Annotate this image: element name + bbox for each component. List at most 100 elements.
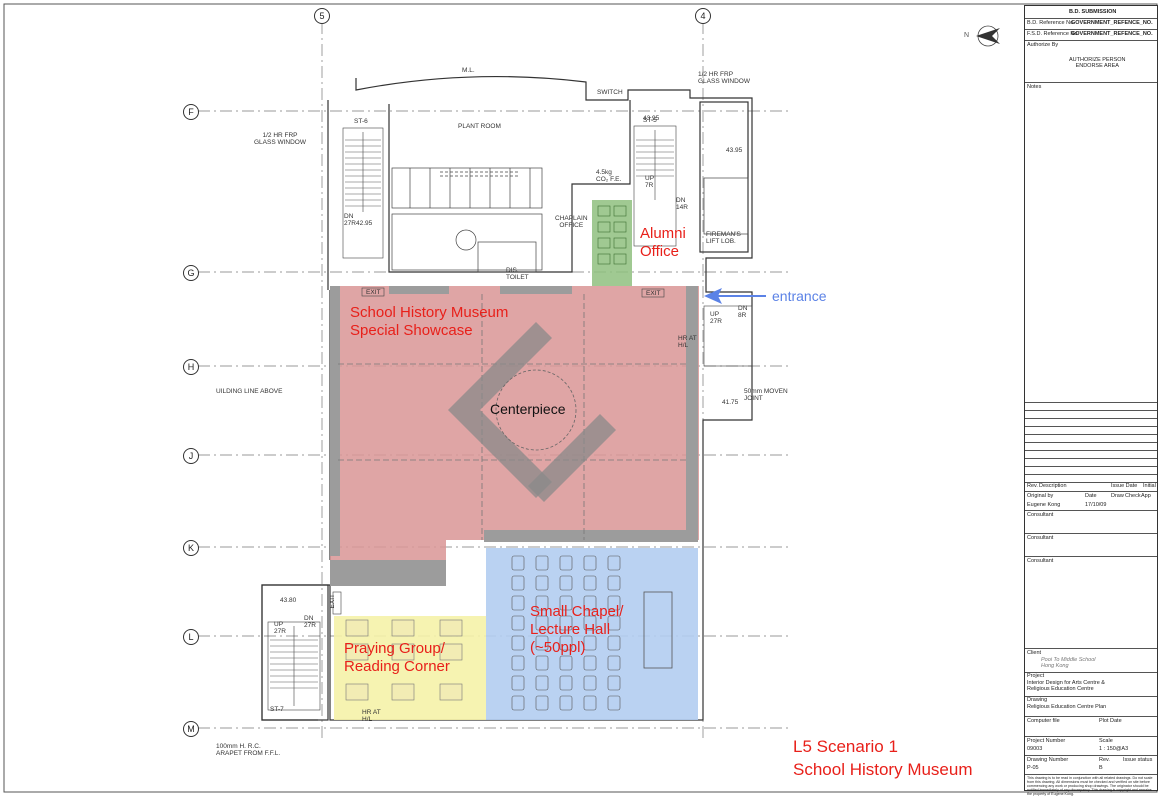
parapet-label: 100mm H. R.C. ARAPET FROM F.F.L. bbox=[216, 743, 281, 757]
tb-drawing-label: Drawing bbox=[1027, 697, 1048, 703]
dn-27r-label-a: DN 27R bbox=[344, 213, 356, 227]
ml-label: M.L. bbox=[462, 67, 475, 74]
chapel-chair bbox=[559, 595, 573, 611]
chapel-chair bbox=[559, 635, 573, 651]
tb-scale-label: Scale bbox=[1099, 738, 1113, 744]
tb-check-label: Check bbox=[1125, 493, 1141, 499]
tb-disclaimer: This drawing is to be read in conjunctio… bbox=[1027, 776, 1153, 796]
chapel-chair bbox=[583, 555, 597, 571]
staircases bbox=[267, 125, 753, 711]
chapel-chair bbox=[559, 675, 573, 691]
tb-drawing-value: Religious Education Centre Plan bbox=[1027, 704, 1107, 710]
exit-label-3: EXIT bbox=[328, 594, 336, 609]
north-label: N bbox=[964, 32, 970, 39]
tb-issue-status: Issue status bbox=[1123, 757, 1153, 763]
chapel-chair bbox=[559, 695, 573, 711]
tb-computer-file: Computer file bbox=[1027, 718, 1060, 724]
tb-date-value: 17/10/09 bbox=[1085, 502, 1107, 508]
entrance-label: entrance bbox=[772, 288, 827, 304]
tb-submission: B.D. SUBMISSION bbox=[1069, 9, 1117, 15]
centerpiece-circle bbox=[495, 369, 577, 451]
tb-issue-date-header: Issue Date bbox=[1111, 483, 1138, 489]
chapel-chair bbox=[535, 575, 549, 591]
switch-label: SWITCH bbox=[597, 89, 623, 96]
dn-14r-label: DN 14R bbox=[676, 197, 688, 211]
building-line-label: UILDING LINE ABOVE bbox=[216, 388, 283, 395]
grid-bubble-G: G bbox=[183, 265, 199, 281]
chapel-chair bbox=[607, 615, 621, 631]
chapel-chair bbox=[535, 595, 549, 611]
tb-consultant-2: Consultant bbox=[1027, 535, 1054, 541]
up-7r-label: UP 7R bbox=[645, 175, 655, 189]
tb-app-label: App bbox=[1141, 493, 1151, 499]
chapel-chair bbox=[535, 555, 549, 571]
tb-project-number-label: Project Number bbox=[1027, 738, 1066, 744]
tb-consultant-1: Consultant bbox=[1027, 512, 1054, 518]
toilet-cubicles bbox=[391, 167, 749, 273]
alumni-office-label: Alumni Office bbox=[640, 225, 686, 260]
scenario-subtitle: School History Museum bbox=[793, 760, 973, 779]
chapel-chair bbox=[583, 695, 597, 711]
up-27r-label-b: UP 27R bbox=[274, 621, 286, 635]
chapel-chair bbox=[607, 655, 621, 671]
tb-rev-label: Rev. bbox=[1099, 757, 1110, 763]
chapel-chair bbox=[559, 615, 573, 631]
tb-original-by: Original by bbox=[1027, 493, 1054, 499]
chapel-chair bbox=[511, 595, 525, 611]
exit-signs bbox=[332, 287, 665, 615]
praying-tables bbox=[345, 619, 463, 701]
alumni-desks bbox=[597, 205, 627, 265]
movement-joint-label: 50mm MOVEN JOINT bbox=[744, 388, 788, 402]
tb-draw-label: Draw bbox=[1111, 493, 1124, 499]
stair-st7-label: ST-7 bbox=[270, 706, 284, 713]
tb-client-label: Client bbox=[1027, 650, 1042, 656]
hr-at-label-2: HR AT H/L bbox=[362, 709, 381, 723]
tb-project-value: Interior Design for Arts Centre & Religi… bbox=[1027, 680, 1105, 692]
chapel-chair bbox=[535, 695, 549, 711]
chapel-chair bbox=[511, 575, 525, 591]
chapel-chair bbox=[511, 675, 525, 691]
chapel-label: Small Chapel/ Lecture Hall (~50ppl) bbox=[530, 603, 624, 656]
chapel-chair bbox=[559, 555, 573, 571]
dis-toilet-label: DIS. TOILET bbox=[506, 267, 529, 281]
chapel-chair bbox=[607, 575, 621, 591]
tb-initial-header: Initial bbox=[1143, 483, 1156, 489]
tb-fsd-ref-value: GOVERNMENT_REFENCE_NO. bbox=[1071, 31, 1153, 37]
chapel-chair bbox=[535, 655, 549, 671]
exit-label-1: EXIT bbox=[366, 289, 381, 296]
level-4175: 41.75 bbox=[722, 399, 739, 406]
frp-window-left: 1/2 HR FRP GLASS WINDOW bbox=[254, 132, 307, 146]
chapel-chair bbox=[607, 695, 621, 711]
hr-at-label-1: HR AT H/L bbox=[678, 335, 697, 349]
chapel-chair bbox=[535, 615, 549, 631]
chapel-chair bbox=[583, 635, 597, 651]
chapel-chair bbox=[583, 575, 597, 591]
tb-date-label: Date bbox=[1085, 493, 1097, 499]
chapel-chair bbox=[535, 675, 549, 691]
chapel-chair bbox=[559, 655, 573, 671]
chapel-chair bbox=[511, 555, 525, 571]
chapel-chair bbox=[607, 675, 621, 691]
chapel-lectern bbox=[643, 591, 673, 669]
grid-bubble-5: 5 bbox=[314, 8, 330, 24]
stair-st5-label: ST-5 bbox=[643, 117, 657, 124]
tb-authorize-by: Authorize By bbox=[1027, 42, 1059, 48]
tb-rev-header: Rev. bbox=[1027, 483, 1038, 489]
entrance-arrow bbox=[704, 288, 766, 304]
chapel-chair bbox=[535, 635, 549, 651]
chapel-chair bbox=[511, 695, 525, 711]
stair-st6-label: ST-6 bbox=[354, 118, 368, 125]
fire-extinguisher-label: 4.5kg CO₂ F.E. bbox=[596, 169, 622, 183]
level-4395-b: 43.95 bbox=[726, 147, 743, 154]
chapel-chair bbox=[607, 555, 621, 571]
museum-panels bbox=[330, 286, 698, 586]
grid-bubble-F: F bbox=[183, 104, 199, 120]
dn-8r-label: DN 8R bbox=[738, 305, 748, 319]
chapel-chair bbox=[583, 675, 597, 691]
level-4395-a: 43.95 bbox=[643, 115, 660, 122]
up-27r-label-a: UP 27R bbox=[710, 311, 722, 325]
chapel-chair bbox=[511, 615, 525, 631]
chapel-chair bbox=[583, 595, 597, 611]
frp-window-right: 1/2 HR FRP GLASS WINDOW bbox=[698, 71, 751, 85]
level-4380: 43.80 bbox=[280, 597, 297, 604]
